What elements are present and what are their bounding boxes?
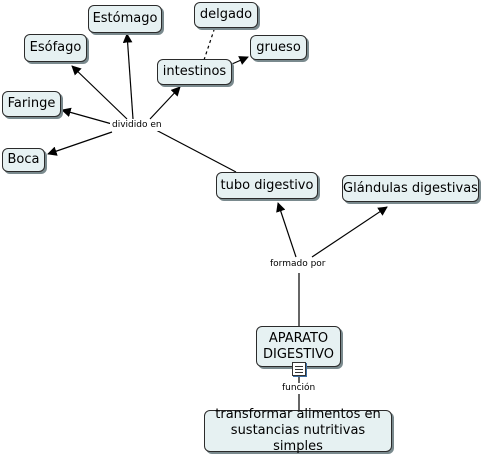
arrow-to-glandulas <box>311 206 388 258</box>
arrow-to-boca <box>47 131 113 156</box>
arrow-to-tubo <box>276 202 297 258</box>
arrow-to-faringe <box>61 107 113 125</box>
node-aparato-digestivo[interactable]: APARATO DIGESTIVO <box>256 326 341 367</box>
link-label-dividido-en: dividido en <box>110 120 164 131</box>
line-tubo-to-dividido <box>155 129 237 173</box>
arrow-to-estomago <box>122 33 134 120</box>
node-grueso[interactable]: grueso <box>250 35 307 60</box>
node-esofago[interactable]: Esófago <box>24 34 87 62</box>
node-glandulas-digestivas[interactable]: Glándulas digestivas <box>342 175 479 202</box>
node-tubo-digestivo[interactable]: tubo digestivo <box>216 172 318 199</box>
node-estomago[interactable]: Estómago <box>88 5 162 33</box>
node-intestinos[interactable]: intestinos <box>157 59 232 85</box>
arrow-to-esofago <box>71 65 128 120</box>
node-transformar-alimentos[interactable]: transformar alimentos en sustancias nutr… <box>204 407 392 454</box>
link-label-funcion: función <box>280 383 318 394</box>
link-to-delgado <box>203 29 215 61</box>
arrow-to-intestinos <box>149 86 181 120</box>
link-label-formado-por: formado por <box>268 259 328 270</box>
node-boca[interactable]: Boca <box>2 148 45 172</box>
node-faringe[interactable]: Faringe <box>2 91 61 117</box>
arrow-to-grueso <box>231 56 249 65</box>
node-delgado[interactable]: delgado <box>194 2 258 28</box>
document-icon[interactable] <box>292 362 306 376</box>
